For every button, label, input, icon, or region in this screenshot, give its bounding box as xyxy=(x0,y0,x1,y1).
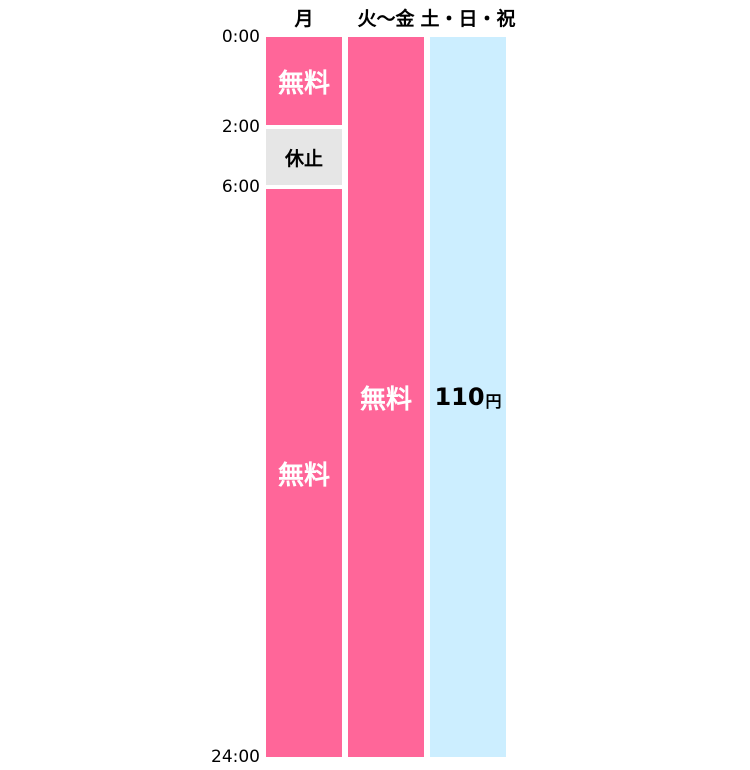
monday-closed-block: 休止 xyxy=(266,129,342,185)
holiday-paid-block: 110円 xyxy=(430,37,506,757)
monday-free-label-early: 無料 xyxy=(277,68,330,99)
monday-free-block-main: 無料 xyxy=(266,189,342,757)
column-header-tue-fri: 火〜金 xyxy=(357,8,415,30)
holiday-price: 110円 xyxy=(434,383,501,411)
monday-closed-label: 休止 xyxy=(284,147,323,170)
time-label-0000: 0:00 xyxy=(221,27,260,47)
time-label-0600: 6:00 xyxy=(221,177,260,197)
column-header-monday: 月 xyxy=(294,8,314,30)
weekday-free-label: 無料 xyxy=(359,384,412,415)
column-header-sat-sun-holiday: 土・日・祝 xyxy=(420,8,516,30)
monday-free-block-early: 無料 xyxy=(266,37,342,125)
holiday-price-unit: 円 xyxy=(485,392,502,411)
weekday-free-block: 無料 xyxy=(348,37,424,757)
monday-free-label-main: 無料 xyxy=(277,460,330,491)
holiday-price-value: 110 xyxy=(434,383,485,411)
time-label-0200: 2:00 xyxy=(221,117,260,137)
time-label-2400: 24:00 xyxy=(211,747,260,767)
